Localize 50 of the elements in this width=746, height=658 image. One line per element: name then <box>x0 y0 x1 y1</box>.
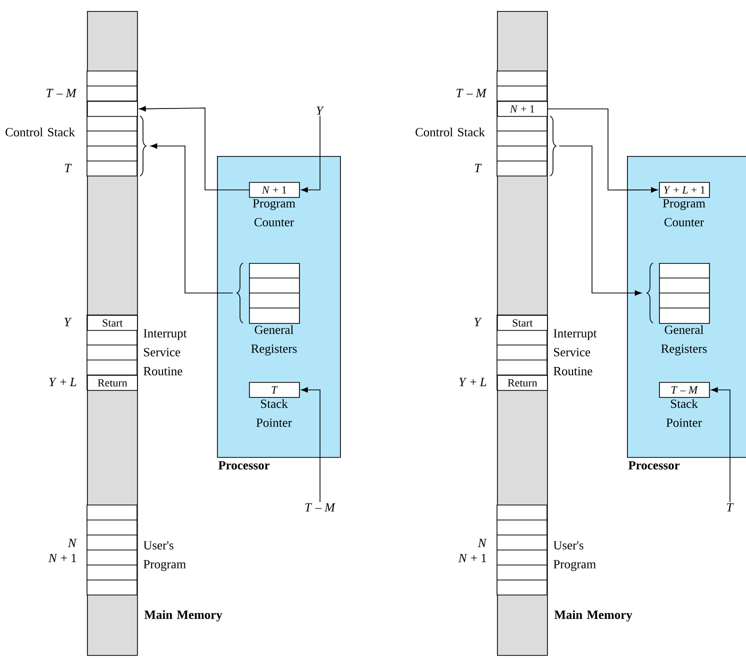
variable-label: T – M <box>305 503 336 512</box>
register-box: N + 1 <box>249 182 300 198</box>
memory-cell: N + 1 <box>497 101 548 117</box>
address-label: Y <box>64 318 72 326</box>
memory-heading: Main Memory <box>554 610 632 622</box>
memory-heading: Main Memory <box>144 610 222 622</box>
processor-heading: Processor <box>218 461 270 470</box>
address-label: T – M <box>456 88 487 98</box>
memory-cell: Start <box>87 315 138 331</box>
register-caption: Stack Pointer <box>256 399 292 427</box>
memory-cell: Return <box>87 375 138 391</box>
region-label: Control Stack <box>416 128 485 136</box>
arrow <box>558 146 642 296</box>
register-caption: General Registers <box>251 325 297 356</box>
arrow <box>301 387 320 502</box>
register-caption: General Registers <box>661 325 707 356</box>
register-box: T <box>249 382 300 398</box>
region-label: Interrupt Service Routine <box>144 329 187 376</box>
brace <box>140 116 146 176</box>
arrow <box>150 143 234 294</box>
arrow <box>547 108 658 193</box>
memory-cell: Return <box>497 375 548 391</box>
region-label: User's Program <box>143 541 186 571</box>
arrow <box>139 106 250 190</box>
address-label: N + 1 <box>458 554 486 562</box>
register-caption: Program Counter <box>252 199 296 226</box>
address-label: Y <box>474 318 482 326</box>
processor-heading: Processor <box>628 461 680 470</box>
brace <box>646 262 654 324</box>
address-label: T <box>474 164 482 172</box>
address-label: N <box>478 538 487 548</box>
register-caption: Stack Pointer <box>666 399 702 427</box>
region-label: Control Stack <box>6 128 75 136</box>
address-label: T – M <box>46 88 77 98</box>
arrow <box>711 387 730 502</box>
variable-label: Y <box>316 106 324 115</box>
arrow <box>301 116 320 193</box>
address-label: N <box>68 538 77 548</box>
variable-label: T <box>726 503 734 512</box>
region-label: User's Program <box>553 541 596 571</box>
register-caption: Program Counter <box>662 199 706 226</box>
region-label: Interrupt Service Routine <box>554 329 597 376</box>
register-box: Y + L + 1 <box>659 182 710 198</box>
brace <box>550 116 556 176</box>
address-label: T <box>64 164 72 172</box>
address-label: N + 1 <box>48 554 76 562</box>
memory-cell: Start <box>497 315 548 331</box>
brace <box>236 262 244 324</box>
memory-cell <box>87 101 138 117</box>
register-box: T – M <box>659 382 710 398</box>
